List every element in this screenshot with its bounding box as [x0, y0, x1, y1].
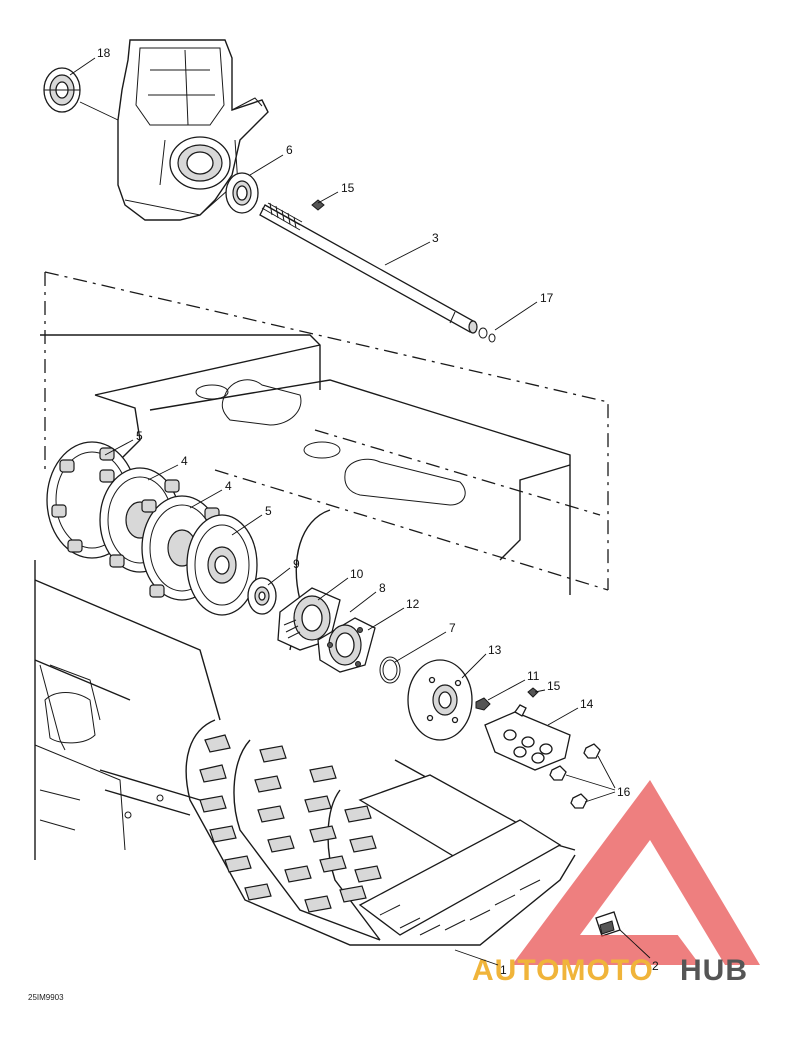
nuts-16 — [549, 743, 601, 809]
callout-3: 3 — [432, 231, 439, 245]
callout-8: 8 — [379, 581, 386, 595]
leader-18b — [79, 101, 119, 121]
track-cleats — [199, 734, 382, 913]
callout-10: 10 — [350, 567, 364, 581]
triangle-logo-icon — [512, 780, 760, 965]
key-15-lower — [527, 687, 539, 698]
circlip-17 — [478, 327, 496, 343]
track-1 — [185, 719, 576, 946]
watermark-logo — [512, 780, 760, 965]
clip-2 — [595, 911, 621, 937]
chaincase-housing — [117, 39, 269, 221]
sprocket-5-front — [186, 514, 258, 616]
callout-4-a: 4 — [181, 454, 188, 468]
callout-5-rear: 5 — [136, 429, 143, 443]
callout-4-b: 4 — [225, 479, 232, 493]
callout-18: 18 — [97, 46, 111, 60]
bearing-18 — [43, 67, 81, 113]
callout-13: 13 — [488, 643, 502, 657]
bearing-flange-12 — [317, 617, 376, 673]
callout-12: 12 — [406, 597, 420, 611]
dashed-assembly-outline — [44, 271, 609, 591]
callout-6: 6 — [286, 143, 293, 157]
callout-15-top: 15 — [341, 181, 355, 195]
key-15-top — [311, 199, 325, 211]
callout-11: 11 — [527, 669, 540, 683]
drive-shaft-3 — [259, 202, 478, 334]
watermark-brand-part2: HUB — [680, 954, 748, 987]
sprocket-teeth-rear — [51, 447, 115, 553]
callout-leaders — [69, 57, 651, 966]
nut-11 — [475, 697, 491, 711]
callout-5-front: 5 — [265, 504, 272, 518]
callout-17: 17 — [540, 291, 554, 305]
bracket-14 — [484, 704, 571, 771]
callout-labels: 18 6 15 3 17 5 4 4 5 9 10 8 12 7 13 11 1… — [97, 46, 659, 977]
drawing-code: 25IM9903 — [28, 993, 64, 1002]
watermark-brand-part1: AUTOMOTO — [472, 954, 654, 987]
washer-9 — [247, 577, 277, 615]
callout-16: 16 — [617, 785, 631, 799]
sprocket-group — [46, 441, 258, 616]
washer-6 — [225, 172, 259, 214]
callout-1: 1 — [500, 963, 507, 977]
o-ring-7 — [379, 656, 401, 684]
end-cover-13 — [407, 659, 473, 741]
callout-7: 7 — [449, 621, 456, 635]
chassis-tunnel — [34, 334, 571, 860]
callout-9: 9 — [293, 557, 300, 571]
callout-15-lower: 15 — [547, 679, 561, 693]
callout-2: 2 — [652, 959, 659, 973]
callout-14: 14 — [580, 697, 594, 711]
